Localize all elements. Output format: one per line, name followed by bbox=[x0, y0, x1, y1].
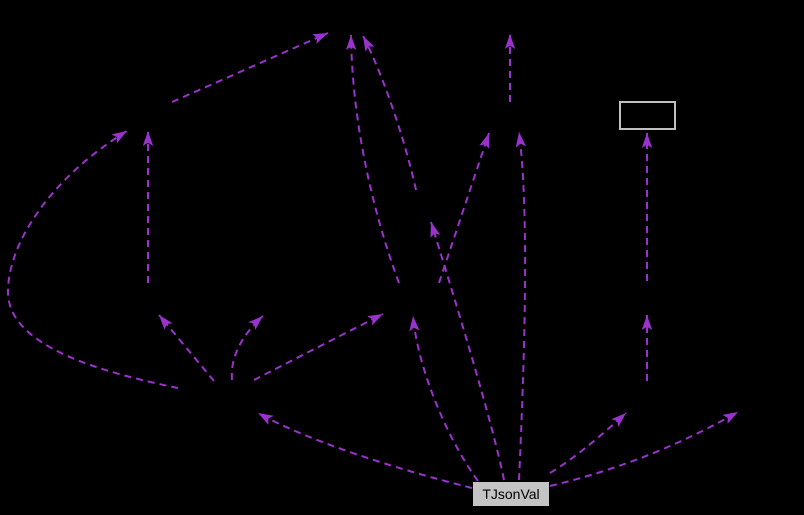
edge-mid-node-to-top-node bbox=[345, 34, 400, 284]
edge-upper-mid-node-to-top-node bbox=[362, 35, 417, 191]
edge-tjsonval-to-right-low-node bbox=[549, 412, 627, 474]
empty-node-box[interactable] bbox=[619, 101, 676, 130]
node-tjsonval[interactable]: TJsonVal bbox=[472, 481, 550, 507]
edge-hub-node-to-midleft-node bbox=[158, 314, 215, 382]
edge-left-node-to-top-node bbox=[171, 32, 329, 103]
edge-tjsonval-to-mid-node bbox=[409, 315, 479, 482]
edge-tjsonval-to-upper-mid-node bbox=[430, 221, 505, 481]
edge-tjsonval-to-hub-node bbox=[257, 412, 473, 489]
edge-hub-node-to-mid-node bbox=[253, 313, 384, 381]
edge-tjsonval-to-upper-node bbox=[515, 131, 527, 481]
edge-mid-node-to-upper-node bbox=[438, 132, 490, 284]
edge-hub-node-to-mid2-node bbox=[230, 315, 264, 381]
edge-tjsonval-to-far-right-node bbox=[549, 411, 739, 487]
edge-left-curve-to-left-node bbox=[6, 130, 179, 389]
